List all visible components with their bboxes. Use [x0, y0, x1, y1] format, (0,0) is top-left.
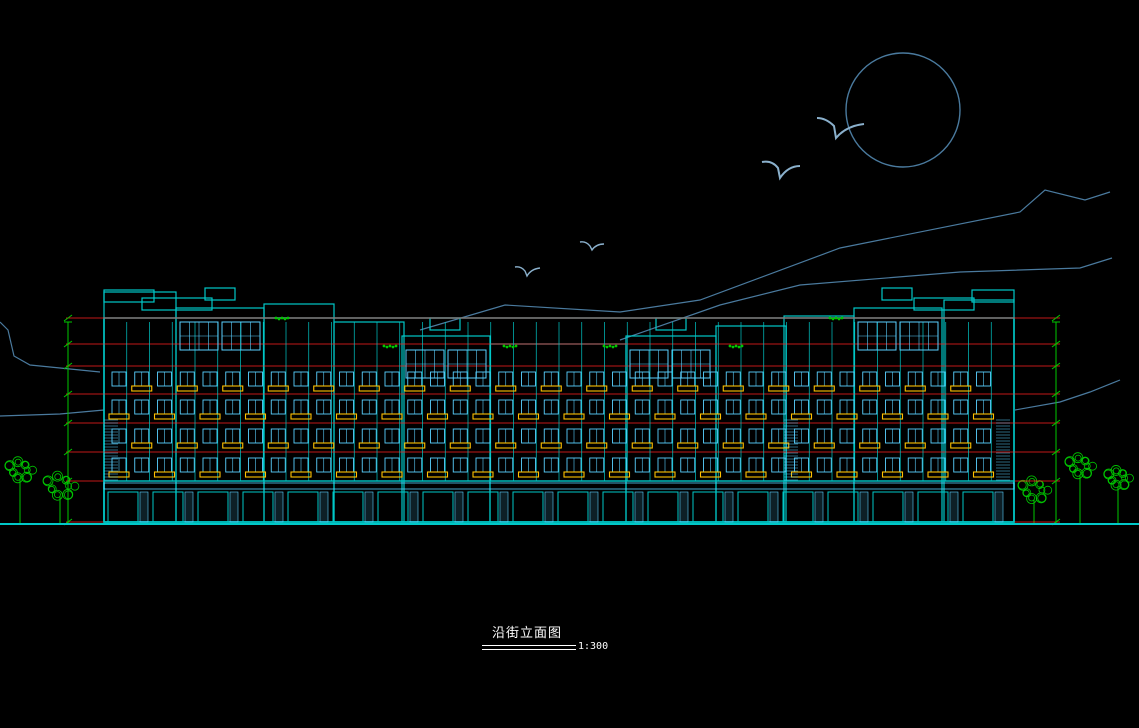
seagull-icon	[761, 160, 801, 181]
mountain-ridge-line	[1014, 379, 1121, 411]
drawing-scale: 1:300	[578, 641, 609, 652]
landscape-layer	[4, 452, 1134, 524]
seagull-icon	[816, 117, 865, 141]
mountain-ridge-line	[0, 321, 101, 373]
mountain-ridge-line	[419, 189, 1111, 331]
drawing-title: 沿街立面图	[492, 626, 563, 641]
mountain-ridge-line	[0, 409, 105, 417]
drawing-title-block: 沿街立面图 1:300	[482, 626, 642, 658]
mountain-ridge-line	[619, 257, 1113, 341]
title-underline	[482, 645, 576, 646]
seagull-icon	[579, 241, 605, 252]
title-underline	[482, 649, 576, 650]
dimension-lines	[63, 314, 1061, 526]
building-elevation	[66, 287, 1060, 523]
sky-layer	[0, 52, 1121, 417]
moon-icon	[845, 52, 961, 168]
seagull-icon	[514, 266, 541, 278]
